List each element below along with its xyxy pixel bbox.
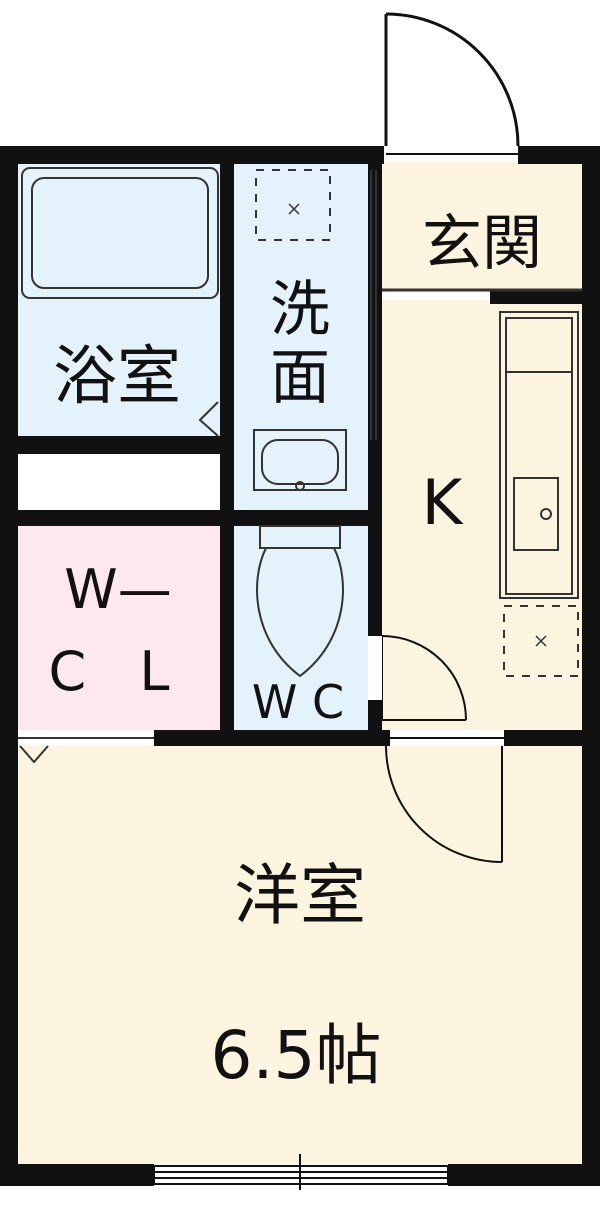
washing-machine-place-icon xyxy=(255,169,331,241)
washroom-label-line1: 洗 xyxy=(270,275,330,345)
wc-label: W C xyxy=(252,675,344,729)
bath-door-icon xyxy=(198,401,219,437)
refrigerator-place-icon xyxy=(503,605,579,677)
toilet-icon xyxy=(256,525,344,678)
kitchen-counter-icon xyxy=(499,311,579,599)
bath-label: 浴室 xyxy=(53,340,181,414)
entrance-area xyxy=(380,162,582,292)
bathtub-icon xyxy=(21,167,219,299)
wcl-area xyxy=(18,526,220,730)
window-icon xyxy=(153,1154,449,1190)
wc-area xyxy=(234,526,370,730)
washroom-sliding-door-icon xyxy=(370,170,377,440)
storage-slot xyxy=(18,454,220,510)
kitchen-label: K xyxy=(422,466,464,539)
western-room-label: 洋室 xyxy=(234,857,366,934)
washroom-area xyxy=(234,162,370,510)
wcl-opening-icon xyxy=(18,730,154,764)
western-room-size: 6.5帖 xyxy=(211,1017,382,1094)
wcl-label-line2: C L xyxy=(49,640,188,703)
bath-room-area xyxy=(18,162,228,438)
western-room-area xyxy=(18,744,582,1164)
washroom-label-line2: 面 xyxy=(270,343,330,413)
western-room-door-icon xyxy=(385,730,504,863)
kitchen-sink-icon xyxy=(513,477,559,551)
wc-door-icon xyxy=(368,635,467,721)
entrance-door-icon xyxy=(384,12,520,162)
entrance-label: 玄関 xyxy=(422,209,542,279)
wcl-label-line1: W— xyxy=(64,558,171,621)
wash-basin-icon xyxy=(253,429,347,491)
